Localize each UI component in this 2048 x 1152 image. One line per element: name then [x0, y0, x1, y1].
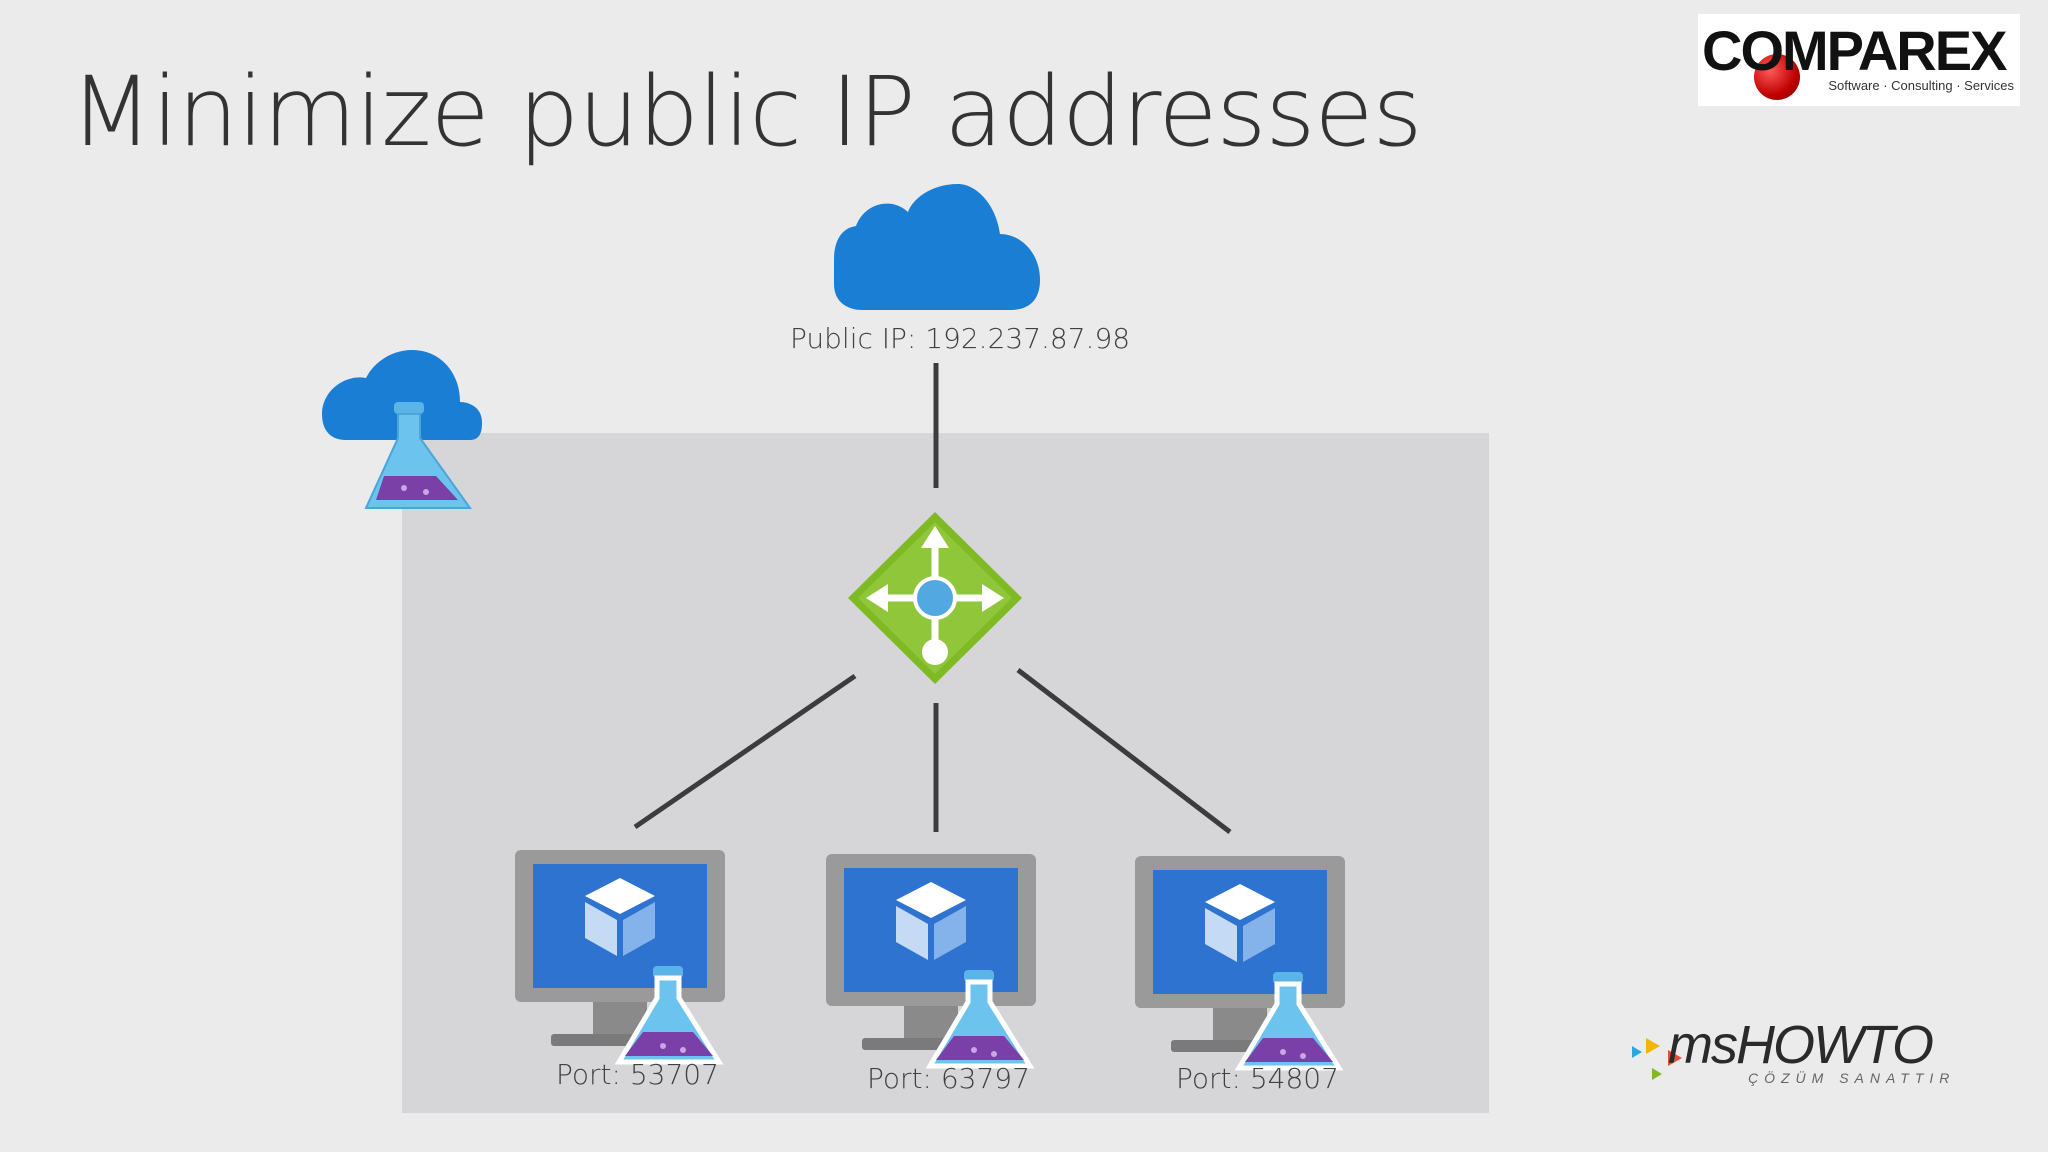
comparex-logo-name: COMPAREX [1702, 19, 2007, 82]
vm-port-label: Port: 63797 [867, 1062, 1030, 1095]
mshowto-logo-name: msHOWTO [1668, 1015, 1934, 1075]
logo-ball-icon [1754, 54, 1800, 100]
comparex-logo-tagline: Software · Consulting · Services [1828, 78, 2014, 93]
slide-title: Minimize public IP addresses [70, 56, 1422, 168]
vm-port-label: Port: 53707 [556, 1058, 719, 1091]
vm-port-label: Port: 54807 [1176, 1062, 1339, 1095]
cloud-icon [834, 184, 1040, 310]
mshowto-logo: msHOWTO ÇÖZÜM SANATTIR [1630, 1015, 1960, 1090]
mshowto-logo-tagline: ÇÖZÜM SANATTIR [1748, 1070, 1956, 1086]
devtest-lab-boundary [402, 433, 1489, 1113]
public-ip-label: Public IP: 192.237.87.98 [790, 322, 1131, 355]
comparex-logo: COMPAREX Software · Consulting · Service… [1698, 14, 2020, 106]
